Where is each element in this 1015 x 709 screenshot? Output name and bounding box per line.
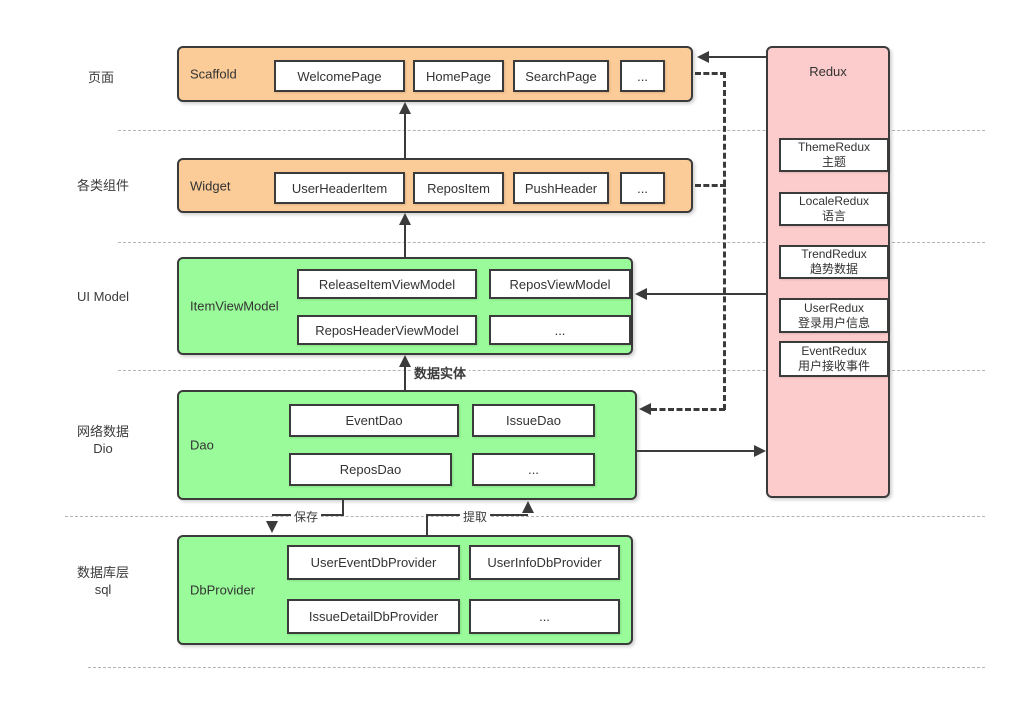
node-user-event-dbprovider: UserEventDbProvider	[287, 545, 460, 580]
redux-item-desc: 主题	[821, 155, 846, 169]
itemviewmodel-container: ItemViewModel ReleaseItemViewModel Repos…	[177, 257, 633, 355]
redux-item-desc: 趋势数据	[809, 262, 858, 276]
node-release-item-viewmodel: ReleaseItemViewModel	[297, 269, 477, 299]
scaffold-container: Scaffold WelcomePage HomePage SearchPage…	[177, 46, 693, 102]
layer-label-text: sql	[94, 582, 112, 597]
node-more-widgets: ...	[620, 172, 665, 204]
layer-separator	[88, 667, 985, 668]
node-issue-dao: IssueDao	[472, 404, 595, 437]
redux-item-name: EventRedux	[801, 344, 867, 358]
scaffold-label: Scaffold	[190, 66, 237, 82]
layer-separator	[65, 516, 985, 517]
node-repos-viewmodel: ReposViewModel	[489, 269, 631, 299]
arrowhead-down-icon	[266, 521, 278, 533]
node-repos-item: ReposItem	[413, 172, 504, 204]
layer-label-pages: 页面	[53, 69, 149, 86]
node-search-page: SearchPage	[513, 60, 609, 92]
arrowhead-left-icon	[697, 51, 709, 63]
node-repos-dao: ReposDao	[289, 453, 452, 486]
node-more-viewmodels: ...	[489, 315, 631, 345]
redux-item-desc: 用户接收事件	[797, 359, 870, 373]
dashed-link-widget	[695, 184, 726, 187]
node-theme-redux: ThemeRedux 主题	[779, 138, 889, 172]
layer-separator	[118, 242, 985, 243]
node-more-daos: ...	[472, 453, 595, 486]
arrowhead-left-icon	[635, 288, 647, 300]
dao-container: Dao EventDao IssueDao ReposDao ...	[177, 390, 637, 500]
redux-item-name: UserRedux	[803, 300, 865, 315]
layer-label-text: 数据库层	[76, 565, 129, 580]
redux-title: Redux	[809, 64, 847, 79]
node-locale-redux: LocaleRedux 语言	[779, 192, 889, 226]
arrowhead-up-icon	[399, 355, 411, 367]
redux-item-desc: 登录用户信息	[797, 315, 870, 330]
redux-item-desc: 语言	[821, 209, 846, 223]
layer-separator	[118, 130, 985, 131]
layer-label-network: 网络数据 Dio	[55, 423, 151, 457]
node-user-header-item: UserHeaderItem	[274, 172, 405, 204]
edge-label-data-entity: 数据实体	[411, 363, 470, 382]
node-repos-header-viewmodel: ReposHeaderViewModel	[297, 315, 477, 345]
layer-label-database: 数据库层 sql	[55, 564, 151, 598]
layer-label-ui-model: UI Model	[55, 288, 151, 305]
node-user-info-dbprovider: UserInfoDbProvider	[469, 545, 620, 580]
arrowhead-up-icon	[399, 213, 411, 225]
layer-separator	[118, 370, 985, 371]
node-push-header: PushHeader	[513, 172, 609, 204]
layer-label-text: 网络数据	[76, 424, 129, 439]
layer-label-text: Dio	[93, 441, 113, 456]
redux-item-name: ThemeRedux	[797, 140, 871, 154]
redux-container: Redux ThemeRedux 主题 LocaleRedux 语言 Trend…	[766, 46, 890, 498]
arrowhead-up-icon	[522, 501, 534, 513]
redux-item-name: LocaleRedux	[798, 194, 870, 208]
node-welcome-page: WelcomePage	[274, 60, 405, 92]
dbprovider-label: DbProvider	[190, 582, 256, 598]
edge-label-save: 保存	[291, 508, 322, 525]
itemviewmodel-label: ItemViewModel	[190, 298, 279, 314]
node-trend-redux: TrendRedux 趋势数据	[779, 245, 889, 279]
node-home-page: HomePage	[413, 60, 504, 92]
layer-label-components: 各类组件	[55, 177, 151, 194]
node-user-redux: UserRedux 登录用户信息	[779, 298, 889, 333]
node-issue-detail-dbprovider: IssueDetailDbProvider	[287, 599, 460, 634]
node-more-dbproviders: ...	[469, 599, 620, 634]
node-more-pages: ...	[620, 60, 665, 92]
dbprovider-container: DbProvider UserEventDbProvider UserInfoD…	[177, 535, 633, 645]
widget-label: Widget	[190, 178, 231, 193]
layer-label-text: 页面	[87, 70, 114, 85]
widget-container: Widget UserHeaderItem ReposItem PushHead…	[177, 158, 693, 213]
node-event-dao: EventDao	[289, 404, 459, 437]
redux-item-name: TrendRedux	[801, 247, 867, 261]
dashed-link-scaffold	[695, 72, 726, 75]
arrowhead-left-icon	[639, 403, 651, 415]
edge-label-fetch: 提取	[460, 508, 491, 525]
node-event-redux: EventRedux 用户接收事件	[779, 341, 889, 377]
arrowhead-right-icon	[754, 445, 766, 457]
dashed-link-vertical	[723, 72, 726, 410]
dao-label: Dao	[190, 437, 214, 453]
layer-label-text: 各类组件	[76, 178, 129, 193]
arrowhead-up-icon	[399, 102, 411, 114]
layer-label-text: UI Model	[76, 289, 130, 304]
